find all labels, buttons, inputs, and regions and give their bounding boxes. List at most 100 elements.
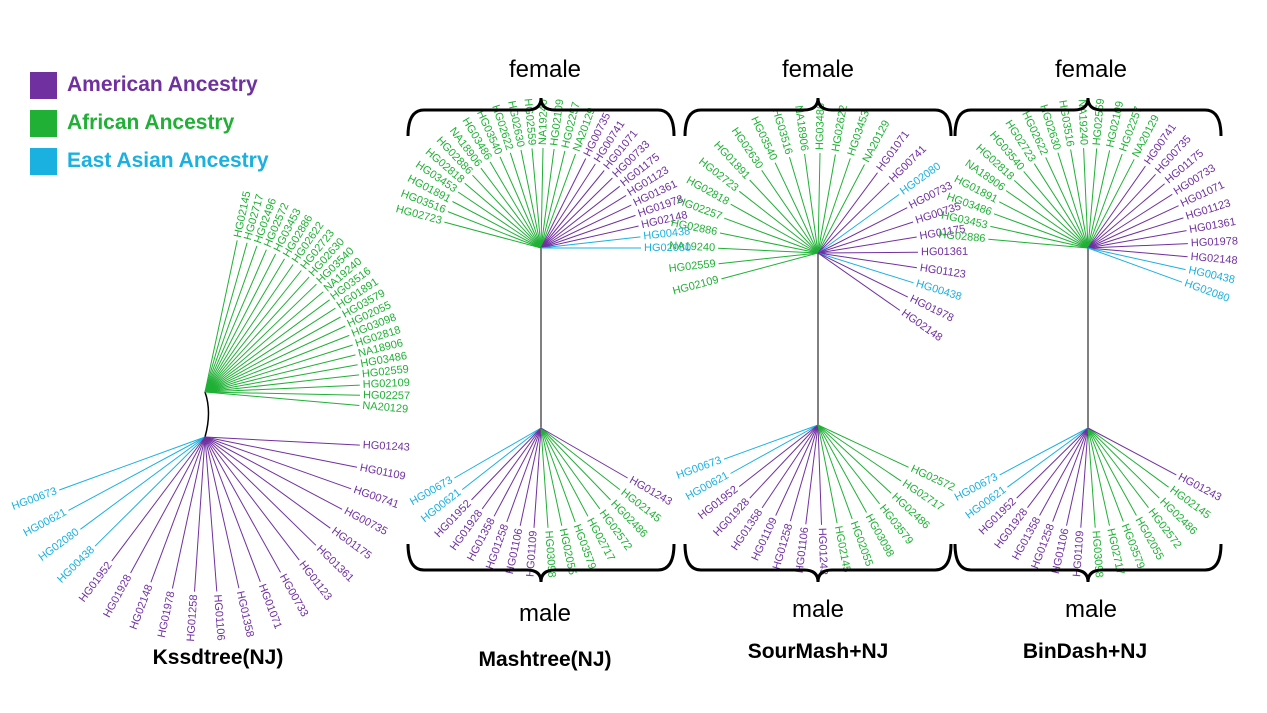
mashtree-male-branch <box>540 427 563 526</box>
kssdtree-backbone <box>204 391 210 438</box>
mashtree-male-branch <box>540 427 621 490</box>
mashtree-female-branch <box>540 185 621 249</box>
bindash-male-branch <box>1007 427 1089 488</box>
sourmash-female-branch <box>719 232 819 254</box>
sourmash-female-branch <box>749 179 819 254</box>
bindash-female-branch <box>993 213 1089 249</box>
mashtree-female-branch <box>540 214 636 249</box>
sourmash-female-branch <box>774 162 819 254</box>
bindash-male-branch <box>1087 427 1177 476</box>
bindash-female-branch <box>1087 165 1146 249</box>
legend-swatch-american <box>30 71 57 99</box>
mashtree-male-leaf-label: HG03098 <box>542 530 557 578</box>
sourmash-female-branch <box>804 153 819 254</box>
sourmash-male-branch <box>761 424 819 509</box>
sourmash-male-brace <box>683 543 953 583</box>
kssdtree-lower-leaf-label: HG02148 <box>128 583 156 631</box>
kssdtree-lower-branch <box>204 436 261 582</box>
kssdtree-upper-branch <box>204 316 341 393</box>
kssdtree-lower-branch <box>171 436 206 589</box>
kssdtree-upper-leaf-label: NA20129 <box>362 400 409 416</box>
sourmash-female-branch <box>718 252 819 265</box>
bindash-female-branch <box>1087 230 1187 249</box>
kssdtree-upper-branch <box>204 291 324 393</box>
mashtree-male-branch <box>481 427 542 510</box>
kssdtree-lower-branch <box>204 436 240 589</box>
bindash-female-branch <box>1033 163 1089 249</box>
mashtree-female-branch <box>457 191 542 249</box>
bindash-female-branch <box>1087 148 1098 249</box>
kssdtree-upper-branch <box>204 391 360 406</box>
mashtree-female-branch <box>540 153 576 249</box>
mashtree-male-branch <box>506 427 542 523</box>
bindash-male-branch <box>1039 427 1089 516</box>
bindash-female-branch <box>988 238 1089 249</box>
kssdtree-upper-branch <box>204 264 294 393</box>
mashtree-female-branch <box>499 156 542 249</box>
kssdtree-lower-branch <box>194 436 206 592</box>
kssdtree-title: Kssdtree(NJ) <box>152 646 284 669</box>
mashtree-male-label: male <box>518 600 572 627</box>
bindash-male-branch <box>999 427 1089 476</box>
mashtree-female-branch <box>447 211 542 249</box>
legend: American Ancestry African Ancestry East … <box>30 66 269 180</box>
bindash-male-branch <box>1087 427 1169 488</box>
mashtree-female-branch <box>540 170 605 249</box>
legend-swatch-east-asian <box>30 147 57 175</box>
kssdtree-upper-branch <box>204 245 258 393</box>
kssdtree-lower-leaf-label: HG01978 <box>156 590 178 639</box>
kssdtree-upper-branch <box>204 283 317 393</box>
kssdtree-lower-branch <box>204 436 300 561</box>
bindash-female-branch <box>1083 148 1089 249</box>
bindash-female-branch <box>1057 152 1089 249</box>
mashtree-female-branch <box>509 152 542 249</box>
sourmash-male-branch <box>723 424 819 460</box>
kssdtree-lower-leaf-label: HG01243 <box>362 439 410 453</box>
sourmash-female-branch <box>817 182 890 254</box>
sourmash-female-leaf-label: NA18906 <box>792 105 810 152</box>
mashtree-male-branch <box>540 427 628 479</box>
sourmash-female-branch <box>817 164 865 254</box>
bindash-female-branch <box>1087 193 1173 249</box>
bindash-female-branch <box>1045 157 1089 249</box>
kssdtree-lower-leaf-label: HG00735 <box>342 505 389 538</box>
kssdtree-lower-branch <box>68 436 206 511</box>
sourmash-male-branch <box>730 424 819 474</box>
mashtree-female-branch <box>452 201 542 249</box>
bindash-female-leaf-label: HG02886 <box>938 229 986 245</box>
bindash-female-branch <box>1087 217 1184 249</box>
bindash-male-branch <box>1080 427 1089 528</box>
mashtree-male-branch <box>540 427 601 510</box>
kssdtree-upper-branch <box>204 249 267 393</box>
kssdtree-upper-branch <box>204 240 238 393</box>
kssdtree-upper-leaf-label: HG02257 <box>363 389 410 402</box>
kssdtree-lower-leaf-label: HG01071 <box>256 582 284 630</box>
sourmash-female-brace <box>683 97 953 137</box>
mashtree-tree: HG02723HG03516HG01891HG03453HG02818HG028… <box>394 97 691 583</box>
kssdtree-upper-branch <box>204 384 360 393</box>
sourmash-male-branch <box>817 424 892 494</box>
bindash-female-leaf-label: HG02148 <box>1190 251 1238 267</box>
mashtree-female-branch <box>540 147 544 249</box>
sourmash-female-branch <box>817 252 917 269</box>
legend-label-east-asian: East Asian Ancestry <box>67 149 269 172</box>
sourmash-male-leaf-label: HG01106 <box>794 526 812 573</box>
mashtree-female-branch <box>489 161 542 249</box>
kssdtree-lower-leaf-label: HG01258 <box>185 594 200 642</box>
legend-label-american: American Ancestry <box>67 73 258 96</box>
sourmash-female-branch <box>730 203 819 254</box>
mashtree-male-branch <box>471 427 542 501</box>
kssdtree-lower-branch <box>204 436 358 468</box>
sourmash-female-leaf-label: HG02559 <box>668 258 716 275</box>
mashtree-female-leaf-label: NA19240 <box>537 99 550 145</box>
kssdtree-lower-leaf-label: HG00673 <box>10 485 58 512</box>
mashtree-male-branch <box>540 427 611 501</box>
kssdtree-upper-branch <box>204 270 302 393</box>
kssdtree-lower-branch <box>204 436 352 490</box>
bindash-male-branch <box>1087 427 1160 499</box>
mashtree-male-branch <box>493 427 542 517</box>
kssdtree-lower-branch <box>204 436 218 592</box>
bindash-male-brace <box>953 543 1223 583</box>
sourmash-female-branch <box>724 217 819 254</box>
kssdtree-upper-branch <box>204 364 358 393</box>
